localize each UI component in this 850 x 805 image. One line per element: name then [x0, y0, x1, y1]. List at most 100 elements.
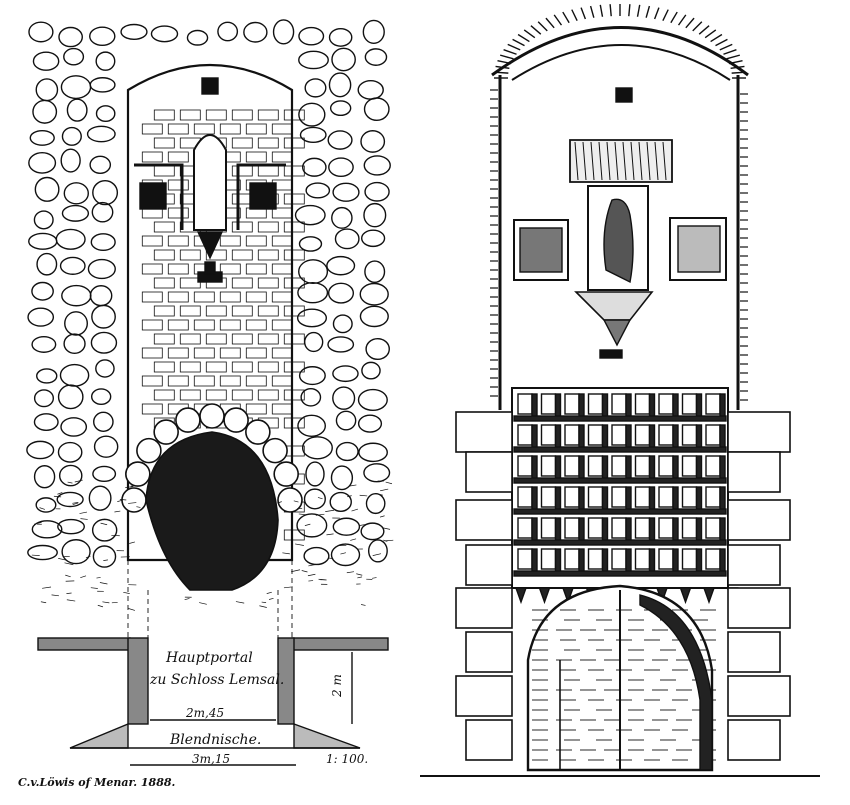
rubble-stone [56, 229, 85, 249]
rubble-stone [359, 390, 388, 411]
rubble-stone [333, 518, 359, 535]
rubble-stone [360, 306, 388, 326]
portcullis-cell [659, 518, 673, 538]
portcullis-bar-shadow [697, 518, 702, 542]
rubble-stone [333, 183, 359, 201]
ground-stroke [80, 519, 87, 520]
top-ornament [616, 88, 632, 102]
arch-brick-ray [513, 39, 525, 45]
portcullis-cell [683, 549, 697, 569]
portcullis-bar-shadow [532, 487, 537, 511]
portcullis-bar-shadow [556, 456, 561, 480]
portcullis-cell [589, 456, 603, 476]
arch-brick-ray [629, 4, 630, 16]
rubble-stone [88, 260, 115, 279]
right-square-window [250, 183, 276, 209]
ground-stroke [103, 560, 108, 561]
portcullis-cell [683, 487, 697, 507]
tower-mark-stem [205, 262, 215, 274]
portcullis-bar-shadow [626, 549, 631, 573]
author-credit: C.v.Löwis of Menar. 1888. [18, 776, 175, 789]
portcullis-spike [540, 588, 550, 602]
ashlar-block-right [728, 500, 790, 540]
rubble-stone [36, 498, 56, 512]
ground-stroke [386, 482, 392, 484]
scale-label: 1: 100. [326, 752, 368, 766]
plan-base-right [294, 724, 360, 748]
rubble-stone [358, 81, 383, 99]
portcullis-crossbar [514, 416, 726, 421]
rubble-stone [360, 284, 388, 305]
ground-stroke [80, 576, 86, 578]
rubble-stone [336, 443, 358, 461]
rubble-stone [93, 519, 117, 541]
arch-brick-ray [723, 50, 736, 55]
ashlar-block-right [728, 720, 780, 760]
rubble-stone [328, 337, 353, 352]
portcullis-cell [636, 487, 650, 507]
voussoir-stone [224, 408, 248, 432]
portcullis-bar-shadow [603, 394, 608, 418]
portcullis-cell [589, 487, 603, 507]
portcullis-bar-shadow [720, 487, 725, 511]
ground-stroke [385, 540, 394, 541]
arch-brick-ray [711, 35, 722, 42]
rubble-stone [244, 22, 267, 42]
portcullis-crossbar [514, 447, 726, 452]
portcullis-cell [518, 487, 532, 507]
portcullis-bar-shadow [626, 518, 631, 542]
portcullis-bar-shadow [579, 518, 584, 542]
portcullis-bar-shadow [626, 456, 631, 480]
portcullis-bar-shadow [720, 549, 725, 573]
portcullis-cell [659, 456, 673, 476]
portcullis-cell [683, 394, 697, 414]
rubble-stone [37, 369, 57, 383]
ashlar-block-left [466, 632, 512, 672]
rubble-stone [64, 183, 88, 204]
rubble-stone [365, 49, 386, 65]
rubble-stone [332, 208, 352, 229]
rubble-stone [298, 309, 327, 326]
rubble-stone [97, 106, 115, 122]
ground-stroke [185, 598, 190, 599]
ground-stroke [66, 593, 71, 594]
portcullis-cell [565, 425, 579, 445]
rubble-stone [303, 158, 326, 176]
rubble-stone [35, 177, 59, 201]
portcullis-cell [636, 425, 650, 445]
ashlar-block-right [728, 545, 780, 585]
ashlar-block-left [456, 412, 512, 452]
arch-brick-ray [679, 15, 686, 25]
ground-stroke [299, 514, 307, 515]
ground-stroke [373, 554, 381, 556]
ashlar-block-left [466, 720, 512, 760]
rubble-stone [93, 466, 116, 481]
ground-stroke [96, 577, 100, 578]
portcullis-cell [518, 518, 532, 538]
rubble-stone [64, 49, 84, 65]
rubble-stone [328, 131, 352, 149]
portcullis-cell [518, 394, 532, 414]
rubble-stone [364, 464, 390, 482]
rubble-stone [329, 283, 354, 303]
rubble-stone [298, 415, 325, 436]
rubble-stone [65, 312, 88, 335]
portcullis-cell [636, 394, 650, 414]
portcullis-bar-shadow [697, 487, 702, 511]
portcullis-cell [659, 487, 673, 507]
arch-brick-ray [518, 35, 529, 42]
ground-stroke [91, 588, 98, 589]
ashlar-block-right [728, 452, 780, 492]
rubble-stone [62, 206, 88, 222]
ground-stroke [380, 516, 385, 517]
ground-stroke [199, 603, 207, 605]
rubble-stone [32, 283, 53, 301]
ground-stroke [68, 482, 73, 483]
portcullis-cell [612, 549, 626, 569]
portal-title-line1: Hauptportal [166, 650, 253, 666]
portcullis-cell [706, 425, 720, 445]
arch-brick-ray [524, 30, 535, 38]
rubble-stone [60, 365, 88, 387]
portcullis-bar-shadow [697, 394, 702, 418]
rubble-stone [93, 181, 118, 205]
